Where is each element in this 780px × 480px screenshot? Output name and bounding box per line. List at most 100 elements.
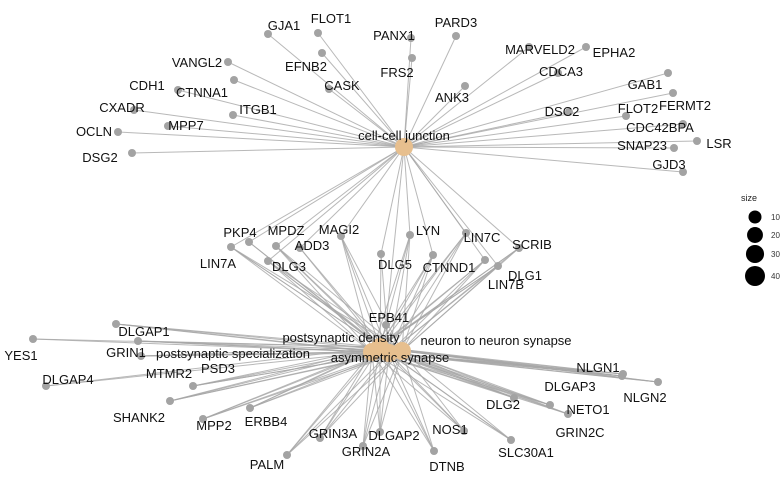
gene-label-nlgn1: NLGN1 [576, 360, 619, 375]
gene-node-gjd3 [679, 168, 687, 176]
edge-dlg1-cellcell [403, 146, 499, 267]
legend-dot-30 [745, 244, 765, 264]
edge-ctnna1-cellcell [233, 79, 405, 148]
edge-magi2-asym [340, 235, 390, 354]
edge-dtnb-psd [379, 346, 435, 452]
gene-node-cdc42bpa [679, 120, 687, 128]
gene-node-dlgap4 [42, 382, 50, 390]
edge-cdca3-cellcell [403, 72, 559, 148]
edge-lyn-asym [388, 234, 411, 354]
gene-node-epb41 [382, 321, 390, 329]
gene-label-scrib: SCRIB [512, 237, 552, 252]
edge-nos1-asym [388, 352, 465, 432]
gene-node-cxadr [130, 106, 138, 114]
edge-dtnb-psspec [371, 351, 435, 452]
gene-label-dlgap4: DLGAP4 [42, 372, 93, 387]
edge-flot1-cellcell [317, 32, 405, 148]
edge-dtnb-asym [388, 352, 435, 452]
edge-dlgap4-psspec [45, 351, 373, 387]
gene-label-snap23: SNAP23 [617, 138, 667, 153]
edge-dlg5-cellcell [380, 146, 405, 255]
gene-label-yes1: YES1 [4, 348, 37, 363]
legend-dot-40 [745, 266, 765, 286]
edge-vangl2-cellcell [227, 61, 405, 148]
gene-node-nos1 [460, 427, 468, 435]
edge-dlg5-psd [379, 253, 382, 348]
edge-lin7c-n2n [401, 232, 467, 352]
gene-node-nlgn2 [654, 378, 662, 386]
edge-itgb1-cellcell [232, 114, 405, 148]
category-node-psspec [363, 343, 381, 361]
gene-node-mpdz [272, 242, 280, 250]
edge-lin7a-psspec [230, 246, 373, 353]
gene-node-marveld2 [525, 43, 533, 51]
gene-node-lin7a [227, 243, 235, 251]
edge-dlgap2-n2n [379, 350, 403, 433]
edge-grin2c-n2n [401, 350, 569, 415]
gene-node-lin7c [462, 229, 470, 237]
edge-slc30a1-n2n [401, 350, 512, 441]
edge-dlgap2-psspec [371, 351, 381, 433]
gene-node-dlg2 [510, 394, 518, 402]
edge-lin7b-psspec [371, 259, 486, 353]
gene-node-lsr [693, 137, 701, 145]
gene-label-add3: ADD3 [295, 238, 330, 253]
legend-label-20: 20 [771, 231, 780, 240]
category-label-asym: asymmetric synapse [331, 350, 449, 365]
gene-label-lsr: LSR [706, 136, 731, 151]
edge-palm-n2n [286, 350, 403, 456]
edge-cdh1-cellcell [177, 89, 405, 148]
gene-label-itgb1: ITGB1 [239, 102, 277, 117]
edge-ctnnd1-cellcell [403, 146, 434, 256]
gene-node-gab1 [664, 69, 672, 77]
edge-ank3-cellcell [403, 85, 466, 148]
gene-node-lin7b [481, 256, 489, 264]
gene-node-ank3 [461, 82, 469, 90]
gene-label-dlg1: DLG1 [508, 268, 542, 283]
gene-label-ctnnd1: CTNND1 [423, 260, 476, 275]
gene-label-grin2c: GRIN2C [555, 425, 604, 440]
gene-label-cdh1: CDH1 [129, 78, 164, 93]
gene-node-dlgap1 [112, 320, 120, 328]
gene-node-dlg5 [377, 250, 385, 258]
gene-label-neto1: NETO1 [566, 402, 609, 417]
gene-node-dlg3 [264, 257, 272, 265]
edge-magi2-psspec [340, 235, 373, 353]
category-label-cellcell: cell-cell junction [358, 128, 450, 143]
gene-label-lin7c: LIN7C [464, 230, 501, 245]
gene-label-palm: PALM [250, 457, 284, 472]
edge-snap23-cellcell [403, 146, 675, 149]
gene-label-cask: CASK [324, 78, 360, 93]
edge-cask-cellcell [328, 88, 405, 148]
gene-node-mpp7 [164, 122, 172, 130]
gene-label-psd3: PSD3 [201, 361, 235, 376]
edge-magi2-psd [340, 235, 381, 348]
gene-label-dlg5: DLG5 [378, 257, 412, 272]
gene-node-itgb1 [229, 111, 237, 119]
gene-node-neto1 [546, 401, 554, 409]
gene-label-shank2: SHANK2 [113, 410, 165, 425]
legend-label-40: 40 [771, 272, 780, 281]
edge-grin3a-n2n [319, 350, 403, 439]
edge-lin7b-cellcell [403, 146, 486, 261]
gene-node-mtmr2 [137, 352, 145, 360]
edge-psd3-psspec [192, 351, 373, 387]
gene-node-cdca3 [554, 69, 562, 77]
gene-node-grin3a [316, 434, 324, 442]
category-label-n2n: neuron to neuron synapse [420, 333, 571, 348]
gene-node-epha2 [582, 43, 590, 51]
edge-erbb4-psspec [249, 351, 373, 409]
edge-dlgap4-psd [45, 346, 381, 387]
gene-node-ctnnd1 [429, 251, 437, 259]
gene-label-dtnb: DTNB [429, 459, 464, 474]
gene-node-slc30a1 [507, 436, 515, 444]
edge-shank2-psspec [169, 351, 373, 402]
gene-node-magi2 [337, 232, 345, 240]
edge-ctnnd1-psd [379, 254, 434, 348]
edge-lyn-n2n [401, 234, 411, 352]
gene-node-cask [325, 85, 333, 93]
category-node-asym [380, 344, 398, 362]
gene-label-dlgap1: DLGAP1 [118, 324, 169, 339]
